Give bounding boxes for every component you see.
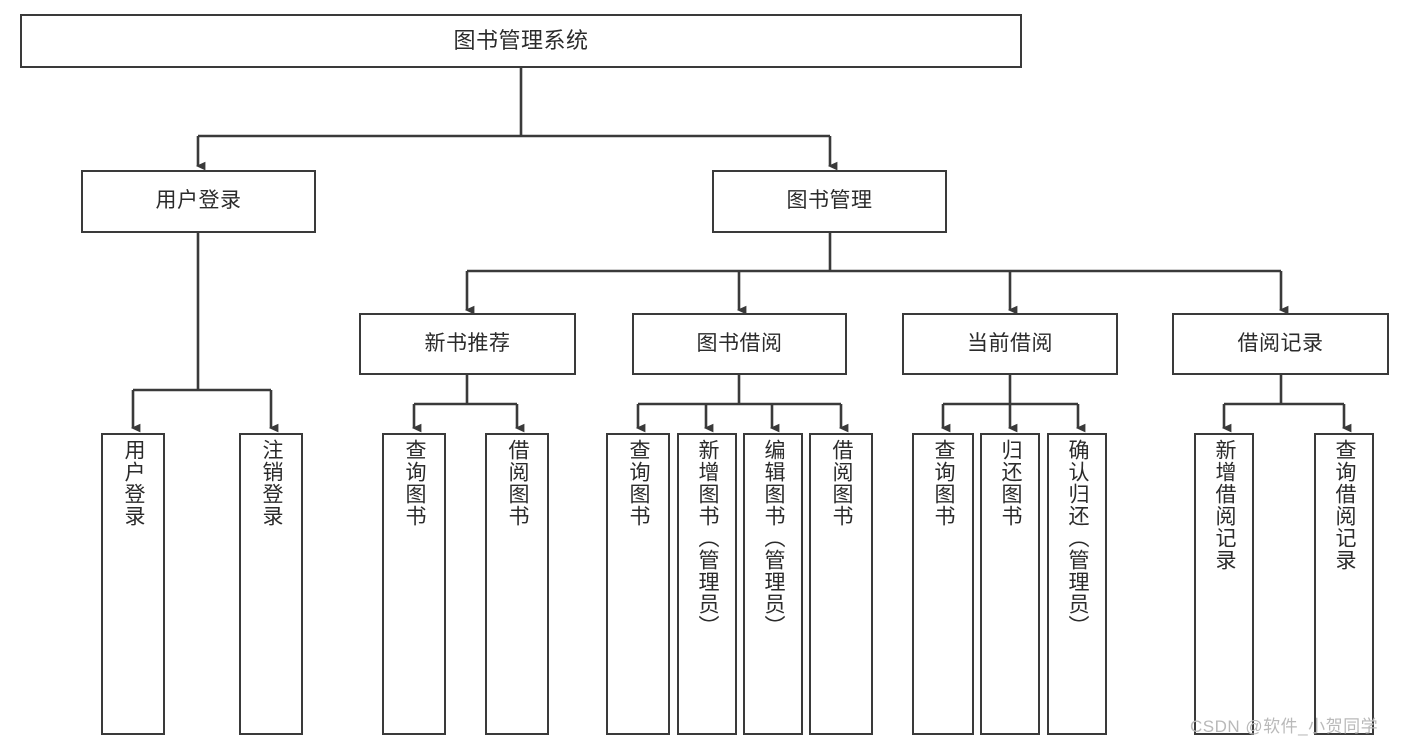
leaf-new-book-query[interactable]: 查询图书 [382,433,446,735]
node-label: 借阅图书 [506,439,530,527]
leaf-borrow-query-book[interactable]: 查询图书 [606,433,670,735]
node-book-management[interactable]: 图书管理 [712,170,947,233]
node-label: 新增借阅记录 [1213,439,1237,571]
leaf-current-return-book[interactable]: 归还图书 [980,433,1040,735]
node-label: 编辑图书（管理员） [762,439,786,637]
node-label: 新增图书（管理员） [696,439,720,637]
node-label: 新书推荐 [424,331,511,355]
leaf-current-query-book[interactable]: 查询图书 [912,433,974,735]
node-label: 用户登录 [122,439,146,527]
leaf-records-add-record[interactable]: 新增借阅记录 [1194,433,1254,735]
node-label: 确认归还（管理员） [1066,439,1090,637]
node-label: 注销登录 [260,439,284,527]
node-label: 查询借阅记录 [1333,439,1357,571]
node-book-management-system[interactable]: 图书管理系统 [20,14,1022,68]
node-label: 当前借阅 [967,331,1053,355]
node-label: 查询图书 [627,439,651,527]
node-label: 借阅记录 [1237,331,1324,355]
node-label: 用户登录 [155,189,242,213]
node-current-borrow[interactable]: 当前借阅 [902,313,1118,375]
node-label: 图书借阅 [696,331,783,355]
leaf-records-query-record[interactable]: 查询借阅记录 [1314,433,1374,735]
node-label: 查询图书 [932,439,956,527]
leaf-new-book-borrow[interactable]: 借阅图书 [485,433,549,735]
leaf-user-login-signin[interactable]: 用户登录 [101,433,165,735]
node-borrow-records[interactable]: 借阅记录 [1172,313,1389,375]
node-book-borrow[interactable]: 图书借阅 [632,313,847,375]
node-label: 借阅图书 [830,439,854,527]
node-label: 图书管理系统 [453,28,589,54]
leaf-borrow-borrow-book[interactable]: 借阅图书 [809,433,873,735]
leaf-borrow-edit-book-admin[interactable]: 编辑图书（管理员） [743,433,803,735]
node-label: 归还图书 [999,439,1023,527]
leaf-borrow-add-book-admin[interactable]: 新增图书（管理员） [677,433,737,735]
leaf-current-confirm-return-admin[interactable]: 确认归还（管理员） [1047,433,1107,735]
node-new-book-recommend[interactable]: 新书推荐 [359,313,576,375]
node-label: 查询图书 [403,439,427,527]
leaf-user-login-signout[interactable]: 注销登录 [239,433,303,735]
node-label: 图书管理 [786,189,873,213]
node-user-login[interactable]: 用户登录 [81,170,316,233]
csdn-watermark: CSDN @软件_小贺同学 [1190,717,1379,736]
